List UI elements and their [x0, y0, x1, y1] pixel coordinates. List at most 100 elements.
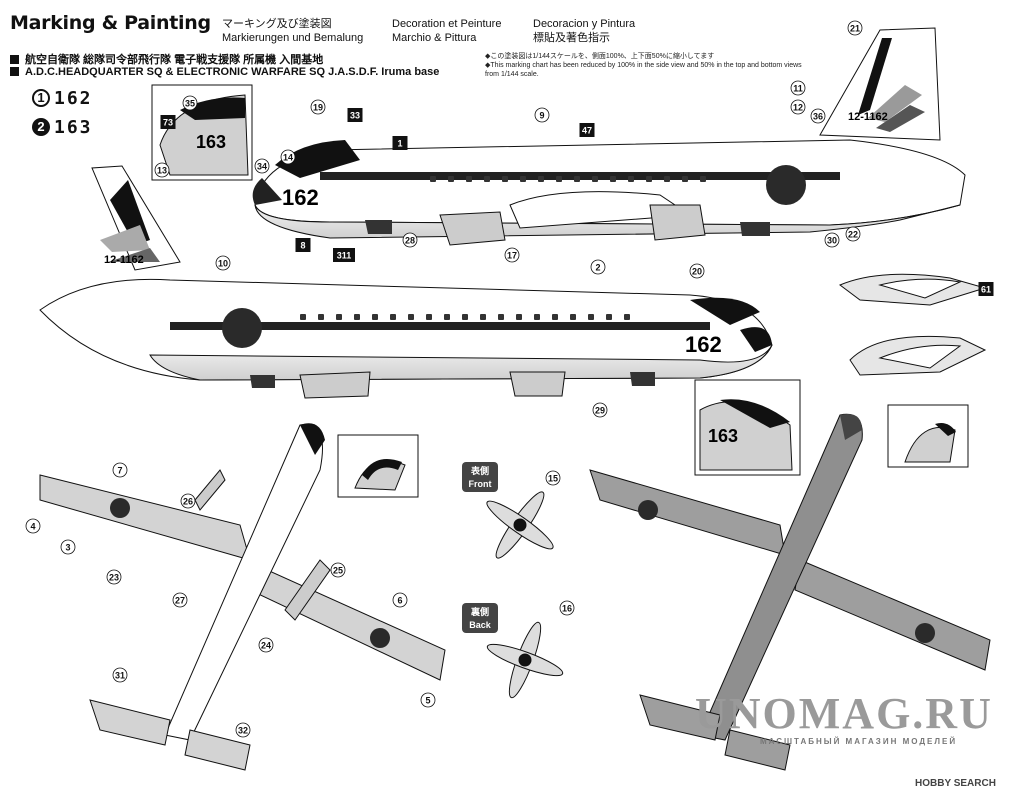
callout-label: 22 [848, 230, 858, 240]
callout-label: 21 [850, 24, 860, 34]
canopy-inset [337, 434, 419, 498]
callout-14: 14 [280, 149, 296, 165]
callout-13: 13 [154, 162, 170, 178]
callout-29: 29 [592, 402, 608, 418]
bottom-view [589, 413, 991, 771]
callout-12: 12 [790, 99, 806, 115]
callout-30: 30 [824, 232, 840, 248]
callout-23: 23 [106, 569, 122, 585]
version-badge: 1 [32, 89, 50, 107]
callout-25: 25 [330, 562, 346, 578]
watermark-hobbysearch: HOBBY SEARCH [915, 778, 996, 789]
callout-35: 35 [182, 95, 198, 111]
callout-20: 20 [689, 263, 705, 279]
watermark-unomag: UNOMAG.RU [695, 689, 993, 738]
callout-8: 8 [295, 238, 311, 252]
callout-61: 61 [978, 282, 994, 296]
callout-label: 1 [397, 139, 402, 149]
callout-label: 3 [65, 543, 70, 553]
nose-inset-163-top: 163 [151, 84, 253, 181]
callout-36: 36 [810, 108, 826, 124]
prop-back-tag [462, 603, 498, 633]
callout-1: 1 [392, 136, 408, 150]
callout-label: 16 [562, 604, 572, 614]
inset-number-lower: 163 [708, 426, 738, 446]
scale-note: ◆この塗装図は1/144スケールを、側面100%、上下面50%に縮小してます◆T… [485, 53, 802, 78]
tail-code-lower: 12-1162 [104, 254, 144, 266]
callout-6: 6 [392, 592, 408, 608]
version-badge: 2 [32, 118, 50, 136]
side-view-upper: 12-1162 162 [252, 27, 966, 246]
callout-label: 4 [30, 522, 35, 532]
callout-label: 17 [507, 251, 517, 261]
callout-label: 30 [827, 236, 837, 246]
side-view-lower: 12-1162 162 [39, 165, 773, 399]
callout-3: 3 [60, 539, 76, 555]
callout-label: 15 [548, 474, 558, 484]
callout-28: 28 [402, 232, 418, 248]
prop-back-jp: 裏側 [470, 606, 489, 617]
callout-layer: 1234567891011121314151617192021222324252… [25, 20, 994, 738]
callout-7: 7 [112, 462, 128, 478]
callout-17: 17 [504, 247, 520, 263]
callout-47: 47 [579, 123, 595, 137]
callout-label: 33 [350, 111, 360, 121]
callout-label: 35 [185, 99, 195, 109]
nose-inset-163-bottom: 163 [694, 379, 801, 476]
callout-label: 8 [300, 241, 305, 251]
callout-22: 22 [845, 226, 861, 242]
callout-label: 12 [793, 103, 803, 113]
callout-label: 20 [692, 267, 702, 277]
callout-15: 15 [545, 470, 561, 486]
callout-label: 31 [115, 671, 125, 681]
watermark-sub: МАСШТАБНЫЙ МАГАЗИН МОДЕЛЕЙ [760, 737, 958, 746]
nose-number: 162 [282, 185, 319, 210]
nacelle-details [839, 273, 987, 376]
callout-label: 61 [981, 285, 991, 295]
callout-label: 14 [283, 153, 293, 163]
callout-2: 2 [590, 259, 606, 275]
callout-4: 4 [25, 518, 41, 534]
callout-label: 311 [337, 251, 352, 261]
callout-label: 11 [793, 84, 803, 94]
prop-front-en: Front [469, 479, 492, 489]
prop-front-jp: 表側 [470, 465, 489, 476]
callout-label: 27 [175, 596, 185, 606]
callout-label: 32 [238, 726, 248, 736]
callout-label: 26 [183, 497, 193, 507]
unit-jp: 航空自衛隊 総隊司令部飛行隊 電子戦支援隊 所属機 入間基地 [10, 51, 323, 67]
callout-21: 21 [847, 20, 863, 36]
callout-73: 73 [160, 115, 176, 129]
callout-24: 24 [258, 637, 274, 653]
top-view [39, 423, 446, 771]
callout-16: 16 [559, 600, 575, 616]
callout-label: 23 [109, 573, 119, 583]
callout-26: 26 [180, 493, 196, 509]
callout-5: 5 [420, 692, 436, 708]
callout-311: 311 [333, 248, 355, 262]
callout-32: 32 [235, 722, 251, 738]
callout-label: 34 [257, 162, 267, 172]
inset-number: 163 [196, 132, 226, 152]
prop-back-en: Back [469, 620, 492, 630]
callout-33: 33 [347, 108, 363, 122]
tail-code: 12-1162 [848, 111, 888, 123]
callout-11: 11 [790, 80, 806, 96]
callout-31: 31 [112, 667, 128, 683]
callout-label: 73 [163, 118, 173, 128]
prop-front-tag [462, 462, 498, 492]
callout-label: 13 [157, 166, 167, 176]
callout-label: 25 [333, 566, 343, 576]
unit-en: A.D.C.HEADQUARTER SQ & ELECTRONIC WARFAR… [10, 66, 439, 78]
prop-front [486, 491, 554, 559]
callout-label: 7 [117, 466, 122, 476]
callout-label: 24 [261, 641, 271, 651]
callout-label: 28 [405, 236, 415, 246]
callout-label: 19 [313, 103, 323, 113]
